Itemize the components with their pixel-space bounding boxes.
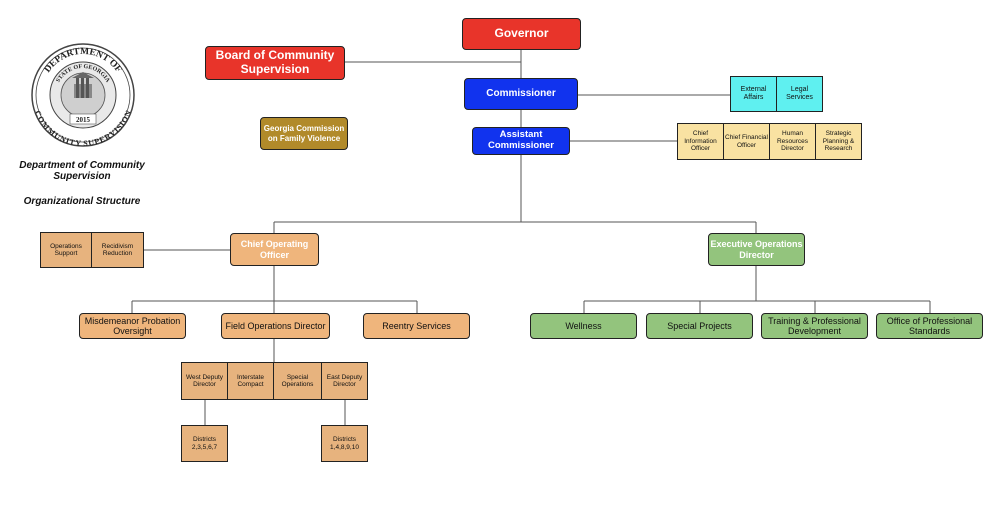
field-operations-box: Field Operations Director — [221, 313, 330, 339]
special-projects-box: Special Projects — [646, 313, 753, 339]
reentry-services-box: Reentry Services — [363, 313, 470, 339]
eod-box: Executive Operations Director — [708, 233, 805, 266]
family-violence-box: Georgia Commission on Family Violence — [260, 117, 348, 150]
east-districts-box: Districts 1,4,8,9,10 — [321, 425, 368, 462]
wellness-box: Wellness — [530, 313, 637, 339]
coo-box: Chief Operating Officer — [230, 233, 319, 266]
department-title: Department of Community Supervision — [19, 160, 145, 182]
misdemeanor-box: Misdemeanor Probation Oversight — [79, 313, 186, 339]
commissioner-box: Commissioner — [464, 78, 578, 110]
cfo-box: Chief Financial Officer — [723, 123, 770, 160]
strategic-planning-box: Strategic Planning & Research — [815, 123, 862, 160]
west-deputy-box: West Deputy Director — [181, 362, 228, 400]
governor-box: Governor — [462, 18, 581, 50]
hr-director-box: Human Resources Director — [769, 123, 816, 160]
seal-year: 2015 — [76, 116, 91, 124]
assistant-commissioner-box: Assistant Commissioner — [472, 127, 570, 155]
professional-standards-box: Office of Professional Standards — [876, 313, 983, 339]
cio-box: Chief Information Officer — [677, 123, 724, 160]
west-districts-box: Districts 2,3,5,6,7 — [181, 425, 228, 462]
legal-services-box: Legal Services — [776, 76, 823, 112]
georgia-dcs-seal-icon: DEPARTMENT OF COMMUNITY SUPERVISION STAT… — [31, 43, 135, 148]
operations-support-box: Operations Support — [40, 232, 92, 268]
special-operations-box: Special Operations — [273, 362, 322, 400]
external-affairs-box: External Affairs — [730, 76, 777, 112]
recidivism-reduction-box: Recidivism Reduction — [91, 232, 144, 268]
east-deputy-box: East Deputy Director — [321, 362, 368, 400]
interstate-compact-box: Interstate Compact — [227, 362, 274, 400]
training-development-box: Training & Professional Development — [761, 313, 868, 339]
structure-subtitle: Organizational Structure — [23, 196, 141, 207]
board-box: Board of Community Supervision — [205, 46, 345, 80]
